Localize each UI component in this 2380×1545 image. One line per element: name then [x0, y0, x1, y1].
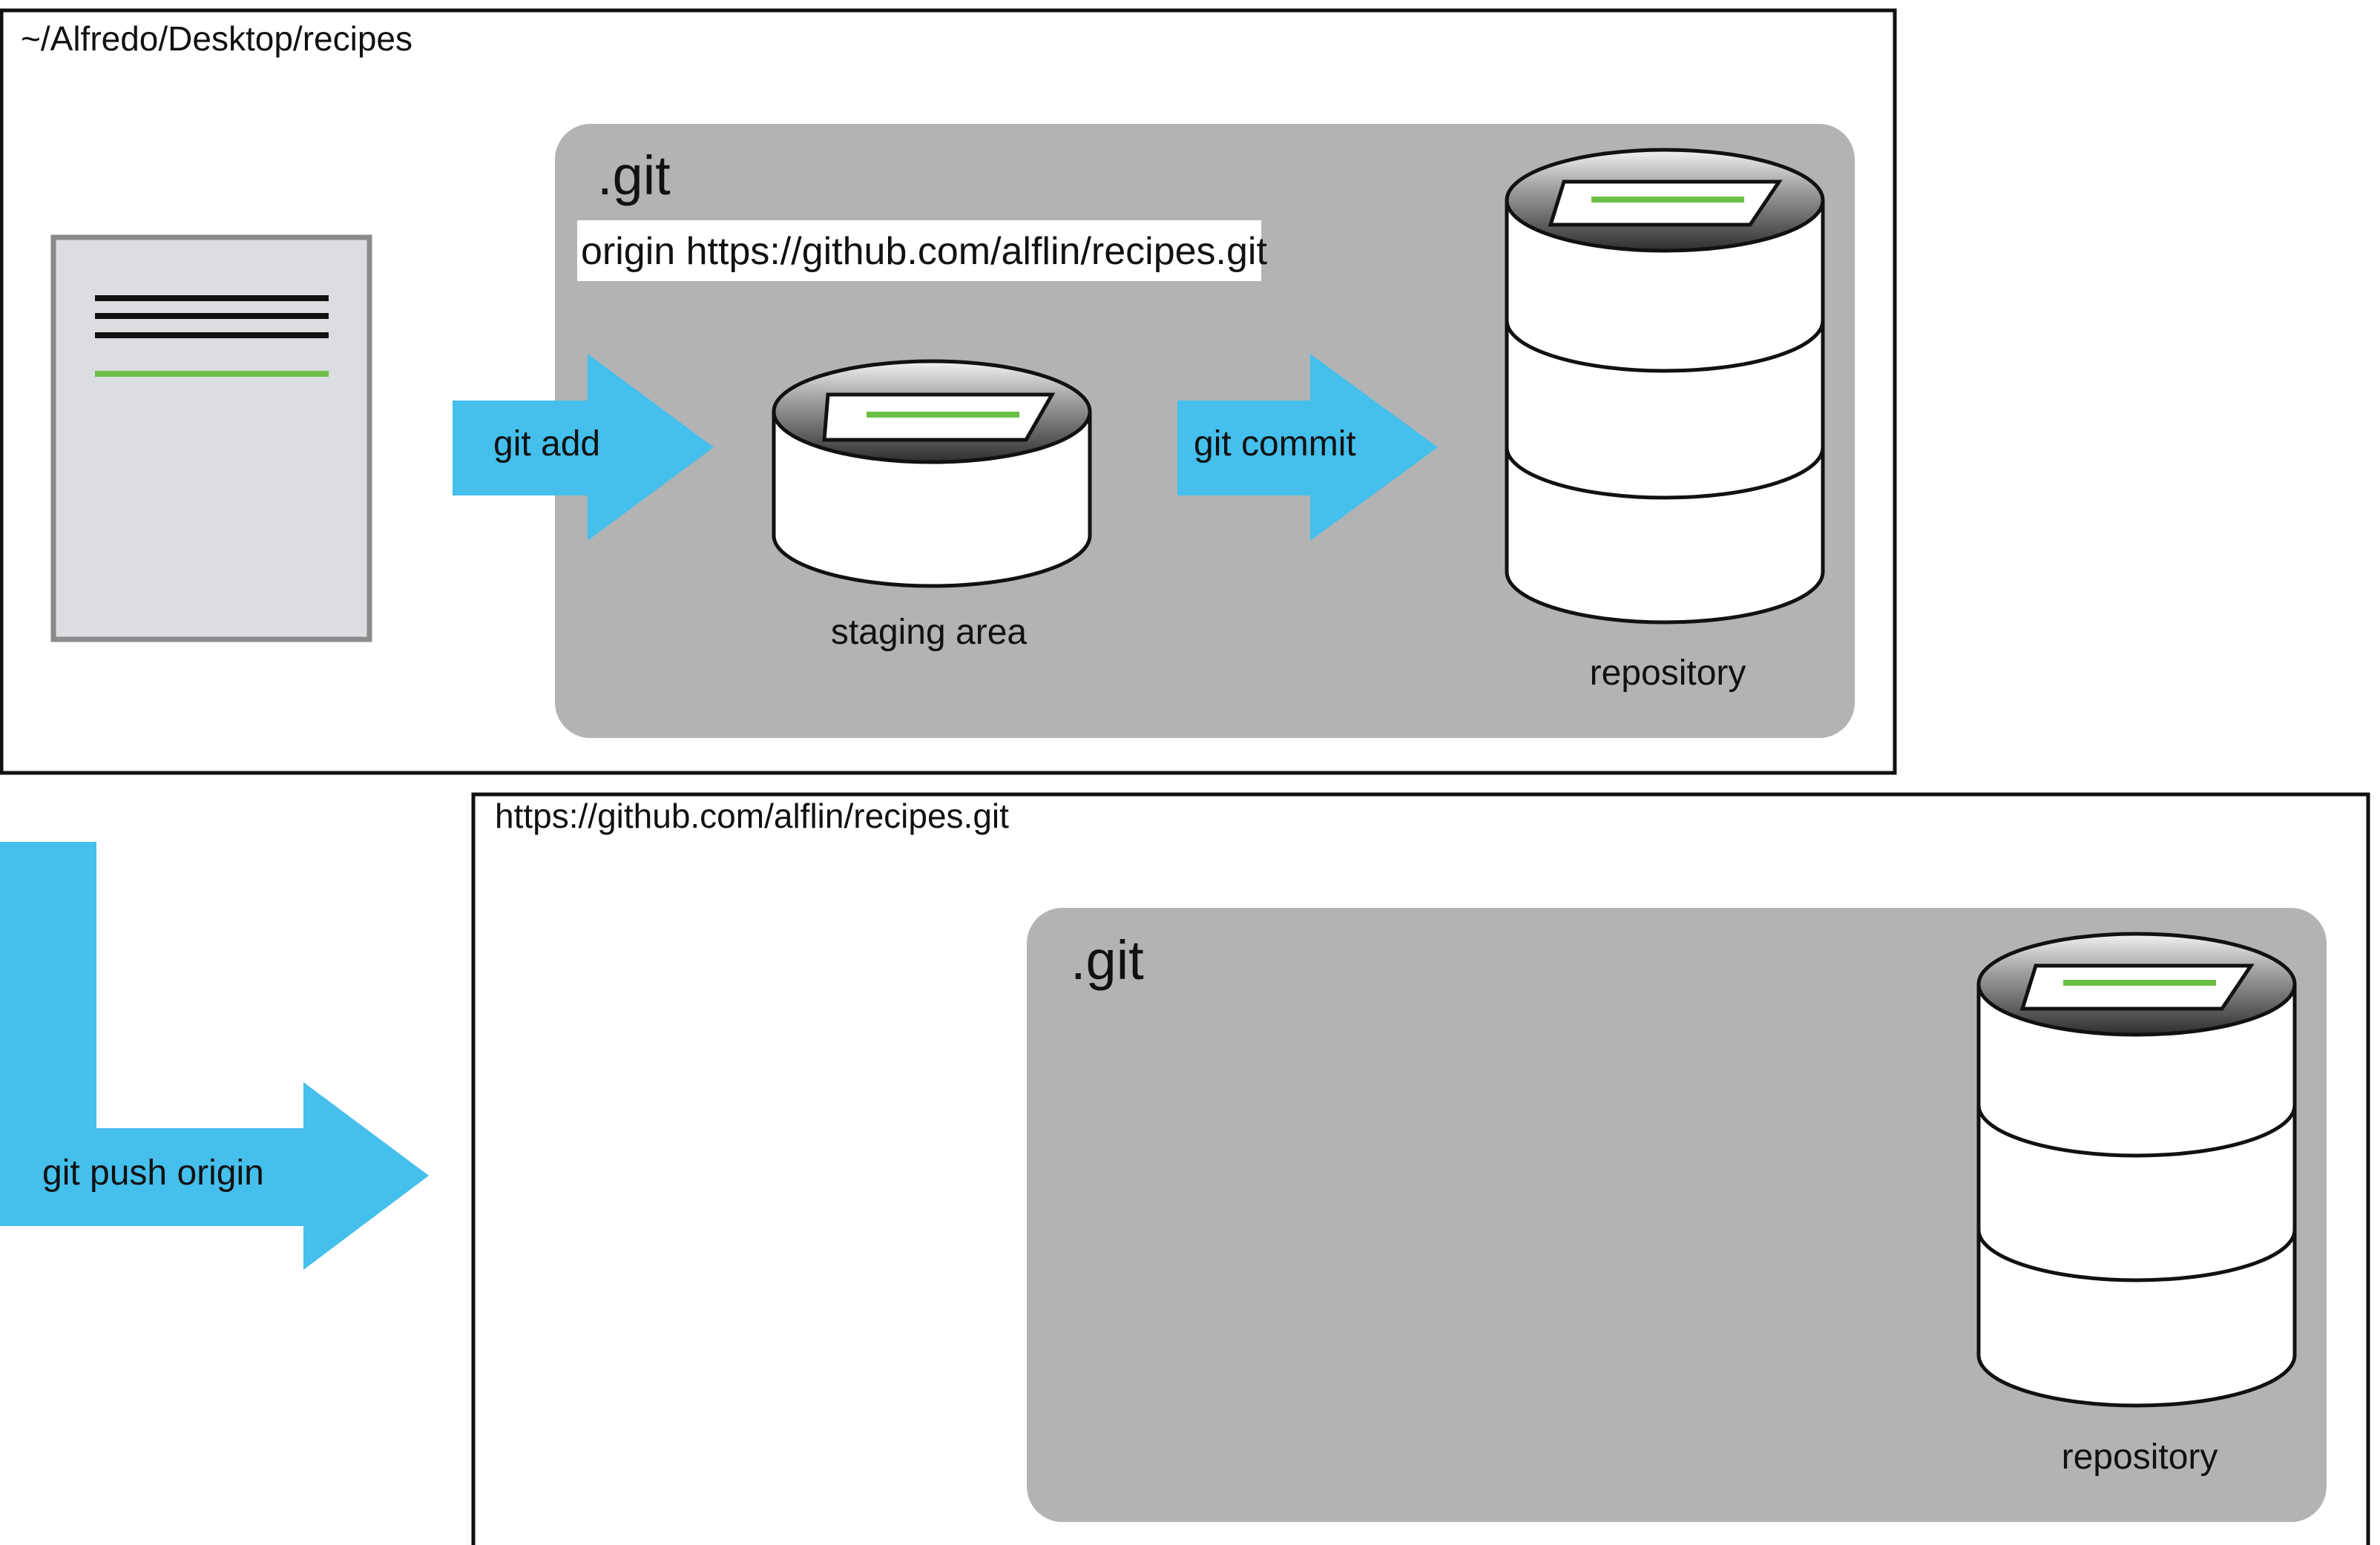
remote-url-label: https://github.com/alflin/recipes.git [495, 797, 1009, 835]
local-git-label: .git [597, 145, 671, 206]
pushed-file-icon [2019, 963, 2255, 1011]
git-push-label: git push origin [42, 1153, 264, 1193]
git-commit-arrow[interactable]: git commit [1177, 354, 1438, 541]
remote-origin-text: origin https://github.com/alflin/recipes… [581, 230, 1267, 273]
git-commit-label: git commit [1194, 424, 1356, 464]
remote-git-label: .git [1071, 929, 1144, 991]
local-path-label: ~/Alfredo/Desktop/recipes [21, 19, 412, 58]
staging-area-label: staging area [831, 613, 1027, 652]
document-icon [50, 234, 372, 642]
git-add-arrow[interactable]: git add [453, 354, 714, 541]
local-repository-cylinder [1505, 148, 1825, 625]
local-repository-label: repository [1590, 653, 1746, 693]
git-add-label: git add [493, 424, 600, 464]
remote-origin-box [577, 220, 1261, 281]
remote-repository-label: repository [2062, 1437, 2218, 1477]
committed-file-icon [1548, 179, 1783, 227]
git-push-arrow[interactable]: git push origin [0, 842, 429, 1270]
staging-area-cylinder [772, 359, 1092, 588]
remote-repository-cylinder [1976, 932, 2297, 1408]
